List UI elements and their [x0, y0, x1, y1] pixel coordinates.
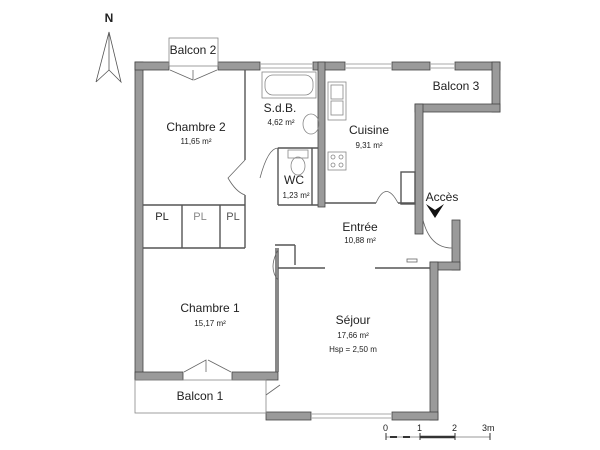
room-sejour-name: Séjour [335, 313, 371, 327]
scale-tick-0: 0 [383, 423, 389, 433]
partitions [143, 70, 430, 372]
sink-icon [302, 113, 320, 135]
walls [134, 61, 501, 421]
room-chambre-1-name: Chambre 1 [180, 301, 240, 315]
room-wc-area: 1,23 m² [282, 191, 310, 200]
bathtub-icon [261, 71, 317, 99]
toilet-icon [287, 149, 309, 176]
room-entree-name: Entrée [342, 220, 378, 234]
room-cuisine-area: 9,31 m² [355, 141, 383, 150]
room-sdb-name: S.d.B. [263, 101, 297, 115]
stove-icon [327, 151, 347, 171]
scale-bar [385, 433, 491, 440]
scale-tick-2: 2 [452, 423, 458, 433]
balcon-1-label: Balcon 1 [176, 389, 224, 403]
entrance-label: Accès [425, 190, 459, 204]
balcon-3-label: Balcon 3 [432, 79, 480, 93]
scale-tick-1: 1 [417, 423, 423, 433]
radiator-icon [406, 258, 418, 263]
closet-1-label: PL [155, 211, 169, 223]
room-chambre-2-name: Chambre 2 [166, 120, 226, 134]
room-chambre-1-area: 15,17 m² [194, 319, 226, 328]
room-entree-area: 10,88 m² [344, 236, 376, 245]
room-chambre-2-area: 11,65 m² [180, 137, 212, 146]
room-sejour-area: 17,66 m² [337, 331, 369, 340]
room-sejour-ceiling-height: Hsp = 2,50 m [329, 345, 377, 354]
north-label: N [104, 11, 114, 25]
closet-2-label: PL [193, 211, 207, 223]
room-wc-name: WC [284, 173, 304, 187]
balcony-outlines [134, 37, 267, 414]
north-arrow-icon [95, 31, 122, 84]
room-sdb-area: 4,62 m² [267, 118, 295, 127]
balcon-2-label: Balcon 2 [169, 43, 217, 57]
room-cuisine-name: Cuisine [348, 123, 390, 137]
closet-3-label: PL [226, 211, 240, 223]
doors [169, 69, 453, 396]
entrance-arrow-icon [426, 204, 444, 218]
windows [260, 63, 455, 419]
scale-tick-3: 3m [482, 423, 495, 433]
kitchen-sink-icon [327, 81, 347, 121]
